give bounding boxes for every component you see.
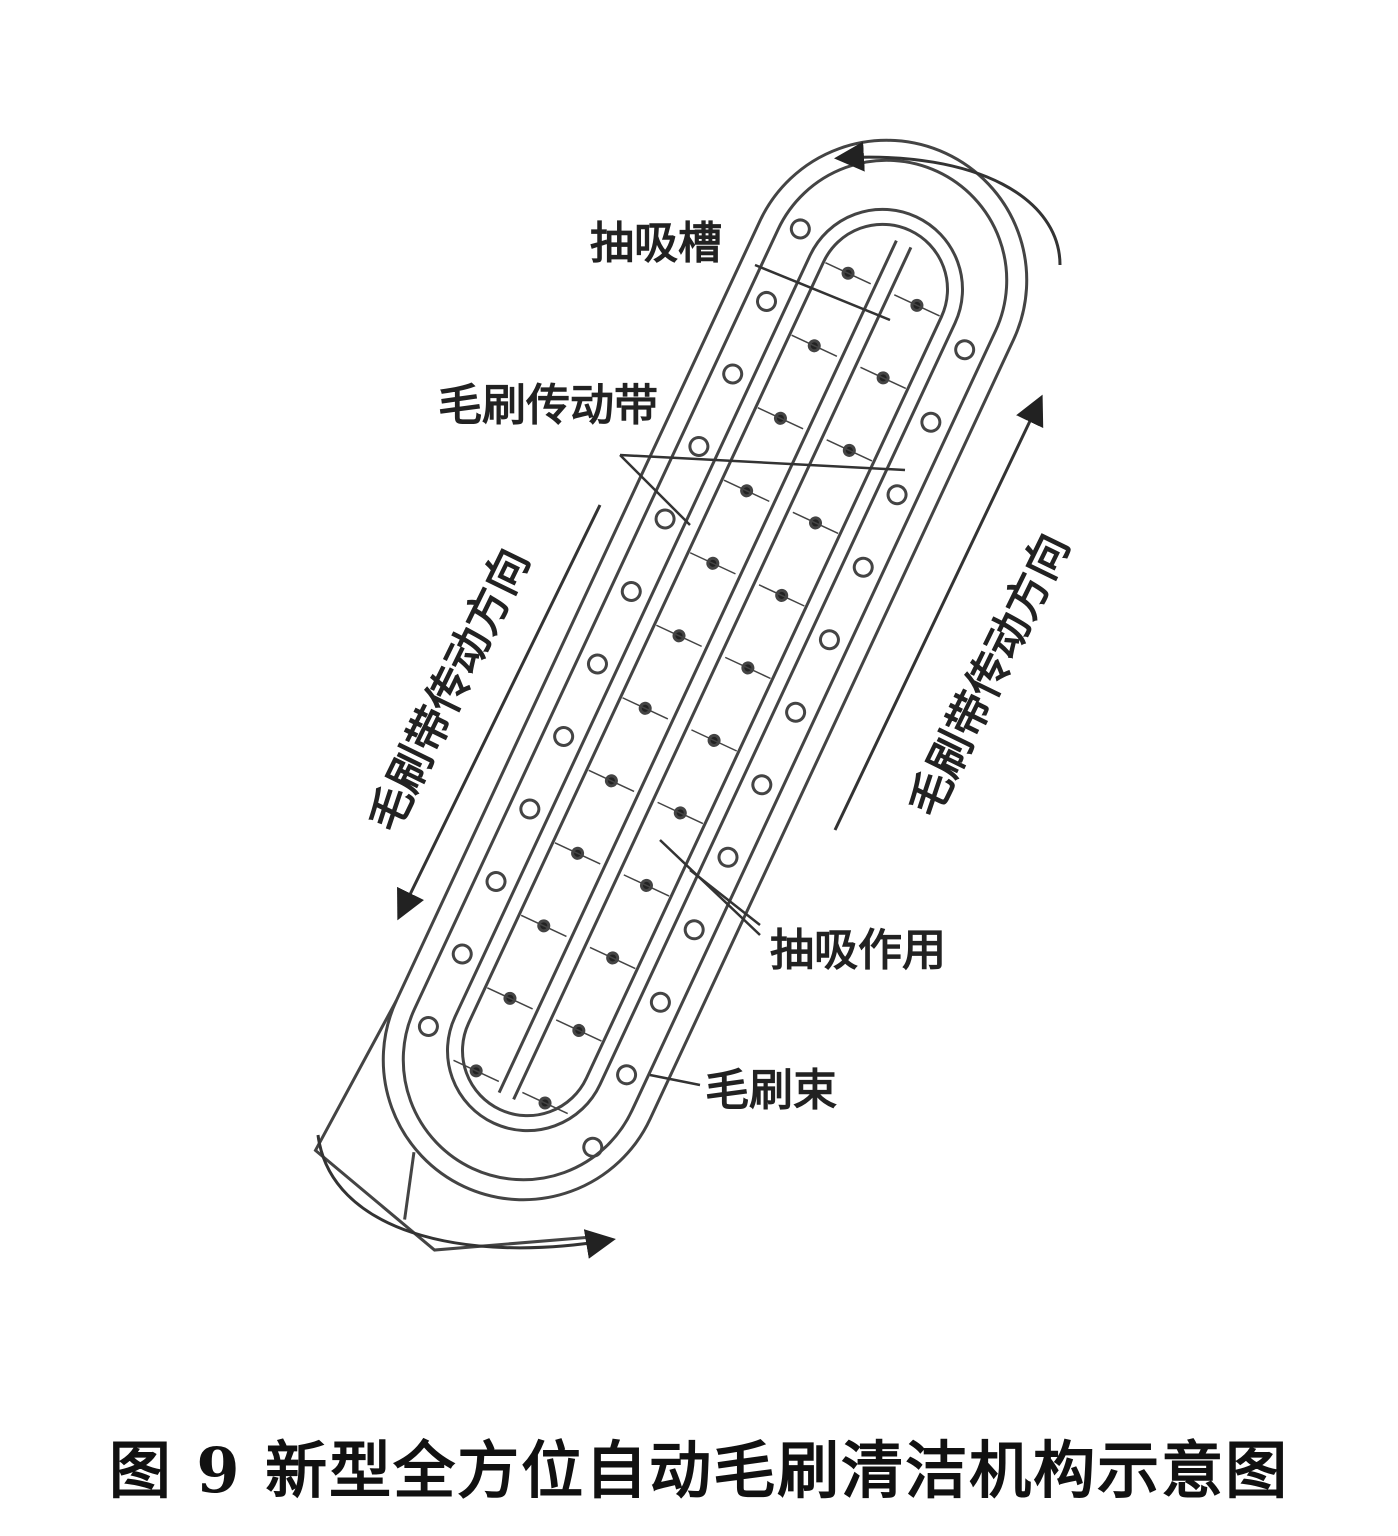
suction-slot-wall <box>497 240 898 1094</box>
roller <box>920 411 942 433</box>
leader-line <box>649 1073 701 1087</box>
bristle <box>893 294 940 317</box>
roller <box>553 725 575 747</box>
bristle <box>623 874 670 897</box>
label-brush-bundle: 毛刷束 <box>705 1065 837 1116</box>
bottom-fixture <box>313 999 596 1252</box>
roller <box>649 991 671 1013</box>
label-brush-belt: 毛刷传动带 <box>438 380 658 431</box>
roller <box>751 774 773 796</box>
bristle <box>589 946 636 970</box>
bottom-rotation-arrow <box>316 1134 616 1259</box>
bristle <box>757 407 804 430</box>
bristle <box>588 769 635 793</box>
roller <box>717 846 739 868</box>
leader-line <box>659 839 761 936</box>
up-direction-arrow <box>833 394 1044 831</box>
suction-slot-wall <box>512 246 913 1100</box>
roller <box>688 435 710 457</box>
brush-belt-assembly <box>313 138 1029 1252</box>
bottom-fixture-strut <box>403 1151 416 1220</box>
roller <box>852 556 874 578</box>
bristle <box>555 1019 602 1042</box>
bristle <box>758 584 805 607</box>
roller <box>586 653 608 675</box>
leader-line <box>619 454 691 526</box>
bristle <box>723 479 770 503</box>
bristle <box>622 697 669 720</box>
roller <box>616 1064 638 1086</box>
figure-caption: 图 9 新型全方位自动毛刷清洁机构示意图 <box>108 1434 1290 1507</box>
bristle <box>656 624 702 648</box>
bristle <box>792 511 839 535</box>
top-rotation-arrow <box>834 141 1062 266</box>
roller <box>654 508 676 530</box>
bristle <box>453 1059 500 1083</box>
roller <box>818 629 840 651</box>
roller <box>789 218 811 240</box>
roller <box>519 798 541 820</box>
label-belt-direction-right: 毛刷带传动方向 <box>899 526 1080 825</box>
label-suction-slot: 抽吸槽 <box>590 218 722 269</box>
bristle <box>825 262 872 285</box>
bristle <box>486 987 533 1010</box>
bristle <box>554 842 601 865</box>
leader-line <box>754 263 891 322</box>
roller <box>722 363 744 385</box>
bristle <box>860 366 907 390</box>
bristle <box>791 334 838 358</box>
roller <box>683 919 705 941</box>
bristle <box>689 552 736 575</box>
roller <box>756 290 778 312</box>
inner-belt-edge <box>461 222 949 1118</box>
down-direction-arrow <box>397 504 602 921</box>
bristle <box>657 801 704 825</box>
bristle <box>724 656 771 680</box>
label-suction-action: 抽吸作用 <box>770 925 946 976</box>
bristle <box>826 439 873 462</box>
outer-housing <box>381 138 1029 1202</box>
bristle <box>522 1091 569 1115</box>
roller <box>417 1016 439 1038</box>
outer-belt <box>401 158 1009 1182</box>
roller <box>451 943 473 965</box>
roller <box>954 339 976 361</box>
bristle <box>520 914 567 938</box>
bristle <box>691 729 738 752</box>
roller <box>886 484 908 506</box>
roller <box>485 871 507 893</box>
roller <box>785 701 807 723</box>
roller <box>582 1136 604 1158</box>
inner-belt <box>446 207 964 1133</box>
leader-line <box>619 453 906 472</box>
roller <box>620 580 642 602</box>
brush-bundles <box>417 218 976 1158</box>
leader-line <box>689 869 761 926</box>
